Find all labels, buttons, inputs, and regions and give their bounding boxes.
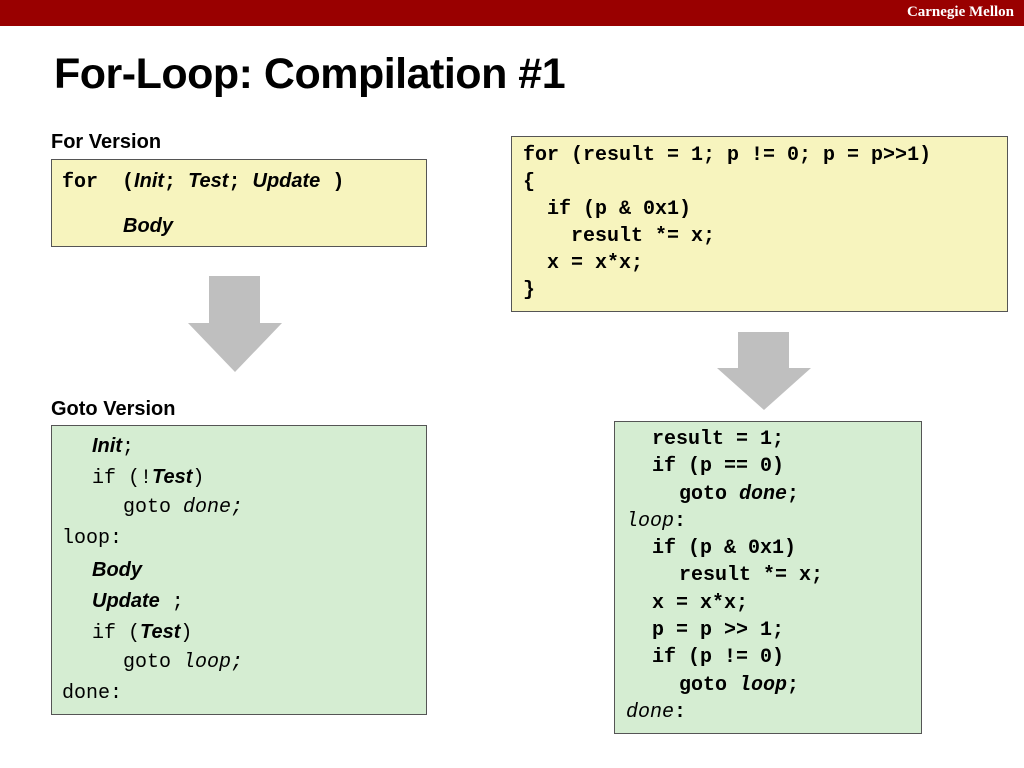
code-line: { <box>523 171 536 194</box>
goto-version-box: Init; if (!Test) goto done; loop: Body U… <box>51 425 427 715</box>
goto-done-label-line: done: <box>62 682 123 705</box>
code-line: done: <box>626 701 687 724</box>
brand-bar: Carnegie Mellon <box>0 0 1024 26</box>
test-term: Test <box>188 170 229 192</box>
goto-update-line: Update ; <box>92 590 184 614</box>
semicolon-1: ; <box>164 171 177 194</box>
code-line: goto loop; <box>679 674 800 697</box>
body-term: Body <box>123 215 173 237</box>
code-line: goto done; <box>679 483 800 506</box>
for-version-box: for (Init; Test; Update ) Body <box>51 159 427 247</box>
code-line: } <box>523 279 536 302</box>
code-line: if (p == 0) <box>652 455 785 478</box>
code-line: loop: <box>626 510 687 533</box>
init-term: Init <box>134 170 165 192</box>
code-line: result *= x; <box>523 225 716 248</box>
code-line: if (p != 0) <box>652 646 785 669</box>
brand-name: Carnegie Mellon <box>906 4 1014 20</box>
paren-open: ( <box>122 171 135 194</box>
code-line: result *= x; <box>679 564 824 587</box>
for-body-line: Body <box>123 213 173 241</box>
goto-example-box: result = 1; if (p == 0) goto done; loop:… <box>614 421 922 734</box>
goto-if-test-line: if (Test) <box>92 621 193 645</box>
goto-loop-line: goto loop; <box>123 651 244 674</box>
code-line: p = p >> 1; <box>652 619 785 642</box>
goto-init-line: Init; <box>92 435 135 459</box>
down-arrow-icon <box>188 276 282 372</box>
goto-loop-label-line: loop: <box>62 527 123 550</box>
for-version-label: For Version <box>51 131 162 153</box>
code-line: if (p & 0x1) <box>652 537 797 560</box>
code-line: if (p & 0x1) <box>523 198 692 221</box>
goto-done-line: goto done; <box>123 496 244 519</box>
for-keyword: for <box>62 171 99 194</box>
for-example-box: for (result = 1; p != 0; p = p>>1) { if … <box>511 136 1008 312</box>
slide-title: For-Loop: Compilation #1 <box>54 50 566 98</box>
down-arrow-icon <box>717 332 811 410</box>
goto-if-not-line: if (!Test) <box>92 466 205 490</box>
code-line: result = 1; <box>652 428 785 451</box>
goto-body-line: Body <box>92 559 142 581</box>
code-line: x = x*x; <box>652 592 749 615</box>
goto-version-label: Goto Version <box>51 398 176 420</box>
semicolon-2: ; <box>228 171 241 194</box>
update-term: Update <box>252 170 321 192</box>
paren-close: ) <box>332 171 345 194</box>
for-header-line: for (Init; Test; Update ) <box>62 168 344 196</box>
code-line: for (result = 1; p != 0; p = p>>1) <box>523 144 932 167</box>
code-line: x = x*x; <box>523 252 644 275</box>
